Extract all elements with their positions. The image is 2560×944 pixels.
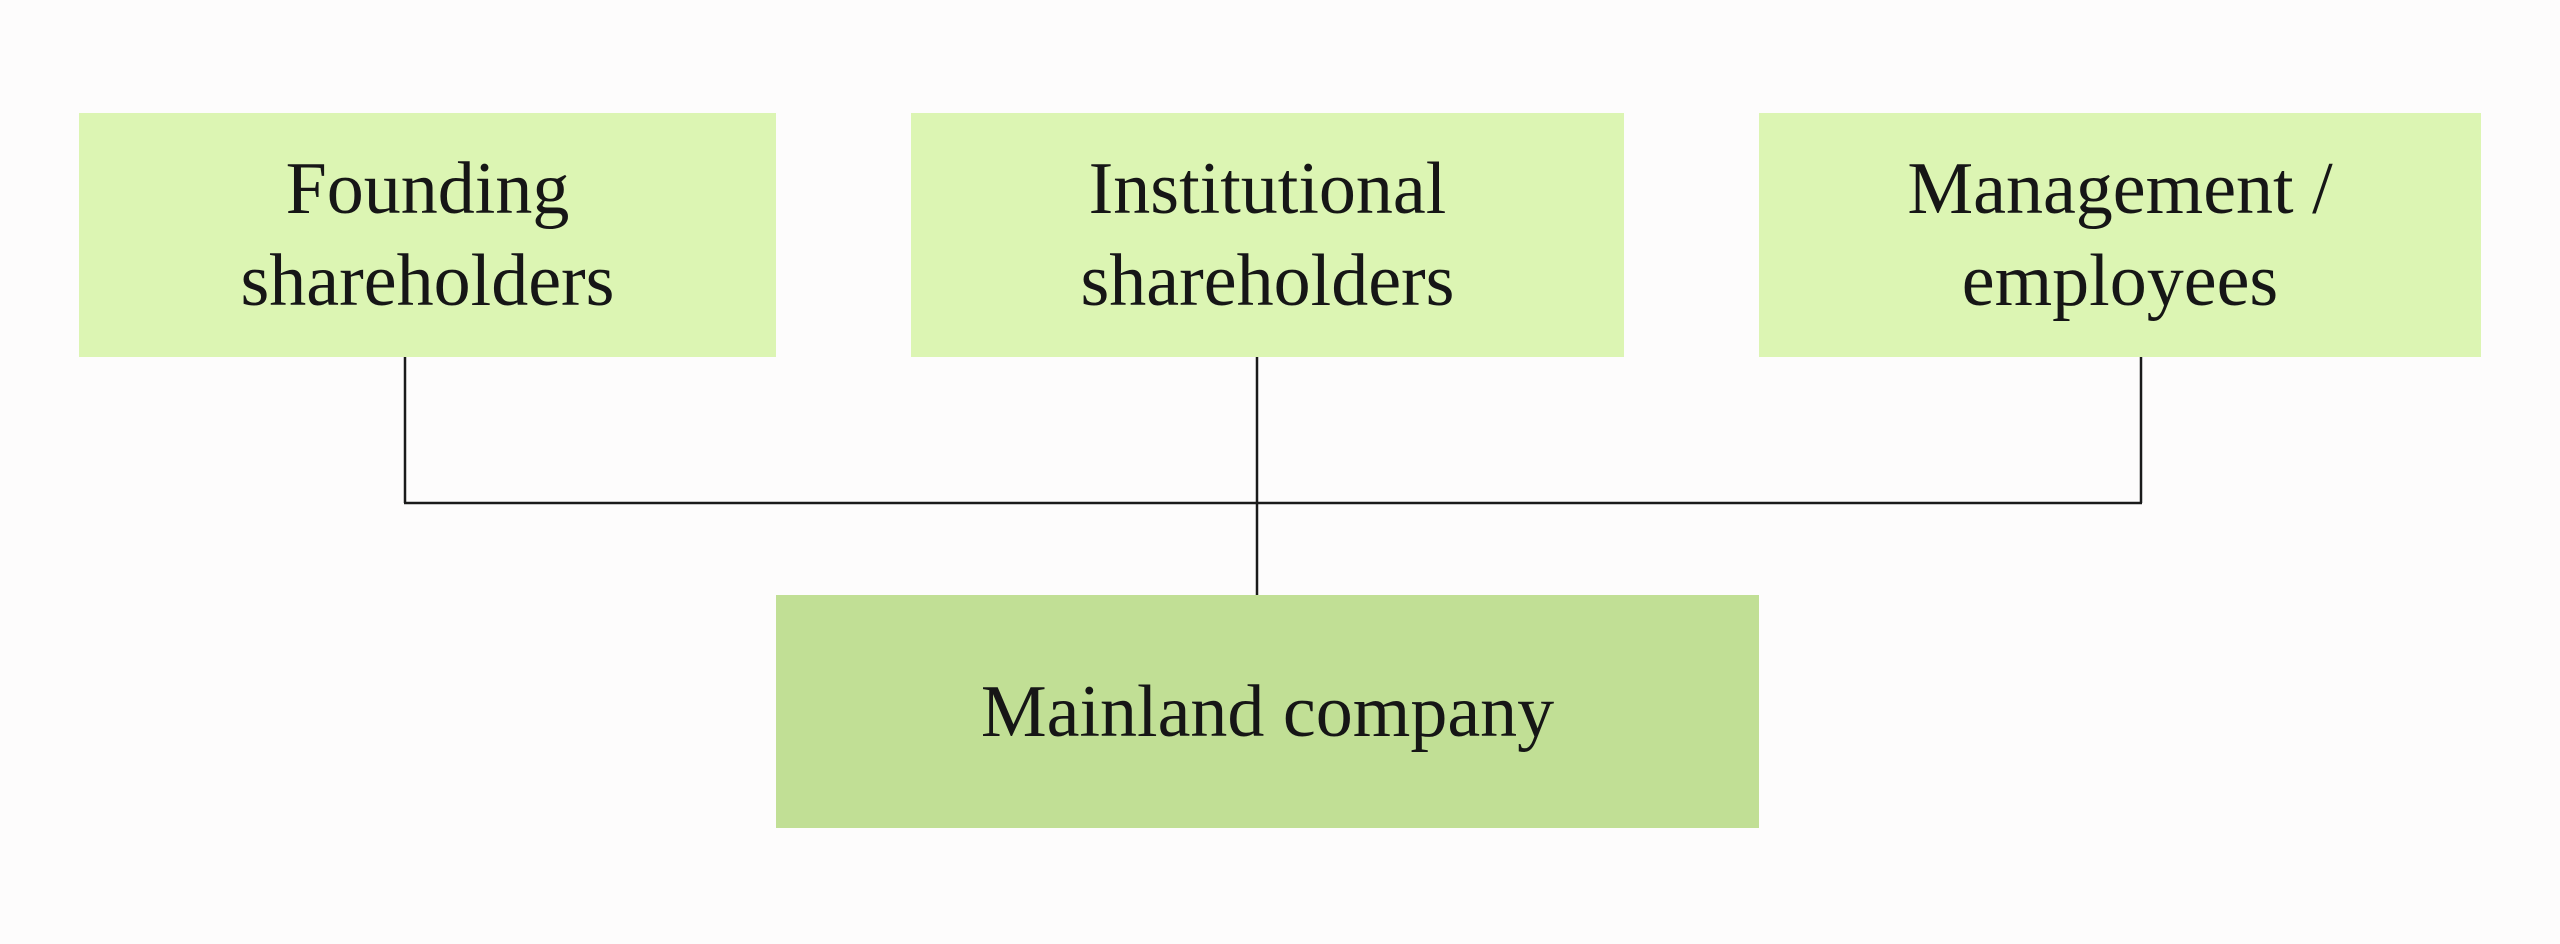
mainland-company-box: Mainland company — [776, 595, 1759, 828]
founding-shareholders-box: Founding shareholders — [79, 113, 776, 357]
institutional-shareholders-label-line1: Institutional — [1088, 148, 1447, 230]
founding-shareholders-label-line2: shareholders — [240, 240, 615, 322]
institutional-shareholders-label-line2: shareholders — [1080, 240, 1455, 322]
management-employees-label-line1: Management / — [1907, 148, 2333, 230]
founding-shareholders-label-line1: Founding — [285, 148, 570, 230]
management-employees-label-line2: employees — [1961, 240, 2279, 322]
mainland-company-label: Mainland company — [980, 670, 1555, 753]
management-employees-box: Management / employees — [1759, 113, 2481, 357]
institutional-shareholders-box: Institutional shareholders — [911, 113, 1624, 357]
